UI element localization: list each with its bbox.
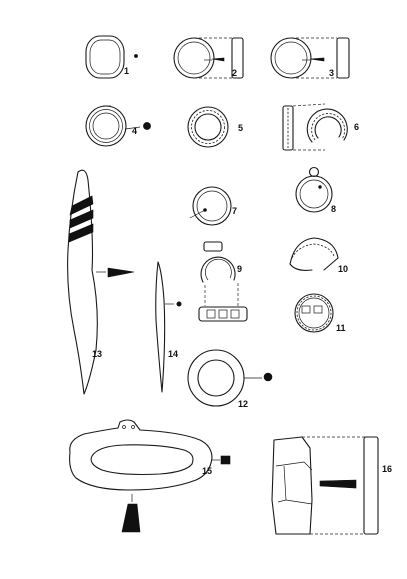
section-wedge <box>107 267 135 278</box>
figure-label-10: 10 <box>338 264 348 274</box>
figure-label-1: 1 <box>124 66 129 76</box>
figure-label-3: 3 <box>329 68 334 78</box>
figure-3-ring-with-profile: 3 <box>270 37 350 79</box>
figure-16-plate: 16 <box>271 436 392 535</box>
figure-label-2: 2 <box>232 68 237 78</box>
figure-label-6: 6 <box>354 122 359 132</box>
figure-8-ring-with-knob: 8 <box>295 166 336 214</box>
figure-label-5: 5 <box>238 123 243 133</box>
figure-label-13: 13 <box>92 349 102 359</box>
figure-1-oval-ring: 1 <box>85 35 138 79</box>
figure-label-14: 14 <box>168 349 178 359</box>
bezel-profile <box>198 306 248 322</box>
section-dot <box>203 208 207 212</box>
figure-7-ring: 7 <box>189 186 237 226</box>
figure-14-awl: 14 <box>155 261 182 393</box>
figure-label-12: 12 <box>238 399 248 409</box>
figure-5-twisted-ring: 5 <box>187 106 243 148</box>
figure-13-blade: 13 <box>67 169 135 395</box>
figure-label-16: 16 <box>382 464 392 474</box>
figure-label-9: 9 <box>237 264 242 274</box>
figure-11-decorated-ring: 11 <box>294 293 346 333</box>
section-triangle <box>121 503 141 533</box>
figure-12-thick-ring: 12 <box>187 349 273 409</box>
section-square <box>220 455 231 465</box>
figure-label-7: 7 <box>232 206 237 216</box>
section-bar <box>319 479 357 489</box>
figure-9-bezel-ring: 9 <box>198 241 248 322</box>
figure-2-ring-with-profile: 2 <box>173 37 244 79</box>
section-dot <box>143 122 151 130</box>
figure-label-15: 15 <box>202 466 212 476</box>
section-dot <box>318 185 322 189</box>
section-dot <box>134 54 138 58</box>
figure-15-oval-frame: 15 <box>69 419 231 533</box>
section-wedge <box>211 57 225 62</box>
figure-4-coiled-ring: 4 <box>85 105 151 147</box>
figure-label-8: 8 <box>331 204 336 214</box>
section-wedge <box>309 57 325 62</box>
section-dot <box>176 301 182 307</box>
figure-10-band-fragment: 10 <box>289 237 348 274</box>
figure-label-4: 4 <box>132 126 137 136</box>
figure-label-11: 11 <box>336 323 346 333</box>
section-dot <box>263 372 273 382</box>
figure-6-twisted-ring-with-profile: 6 <box>282 103 359 151</box>
